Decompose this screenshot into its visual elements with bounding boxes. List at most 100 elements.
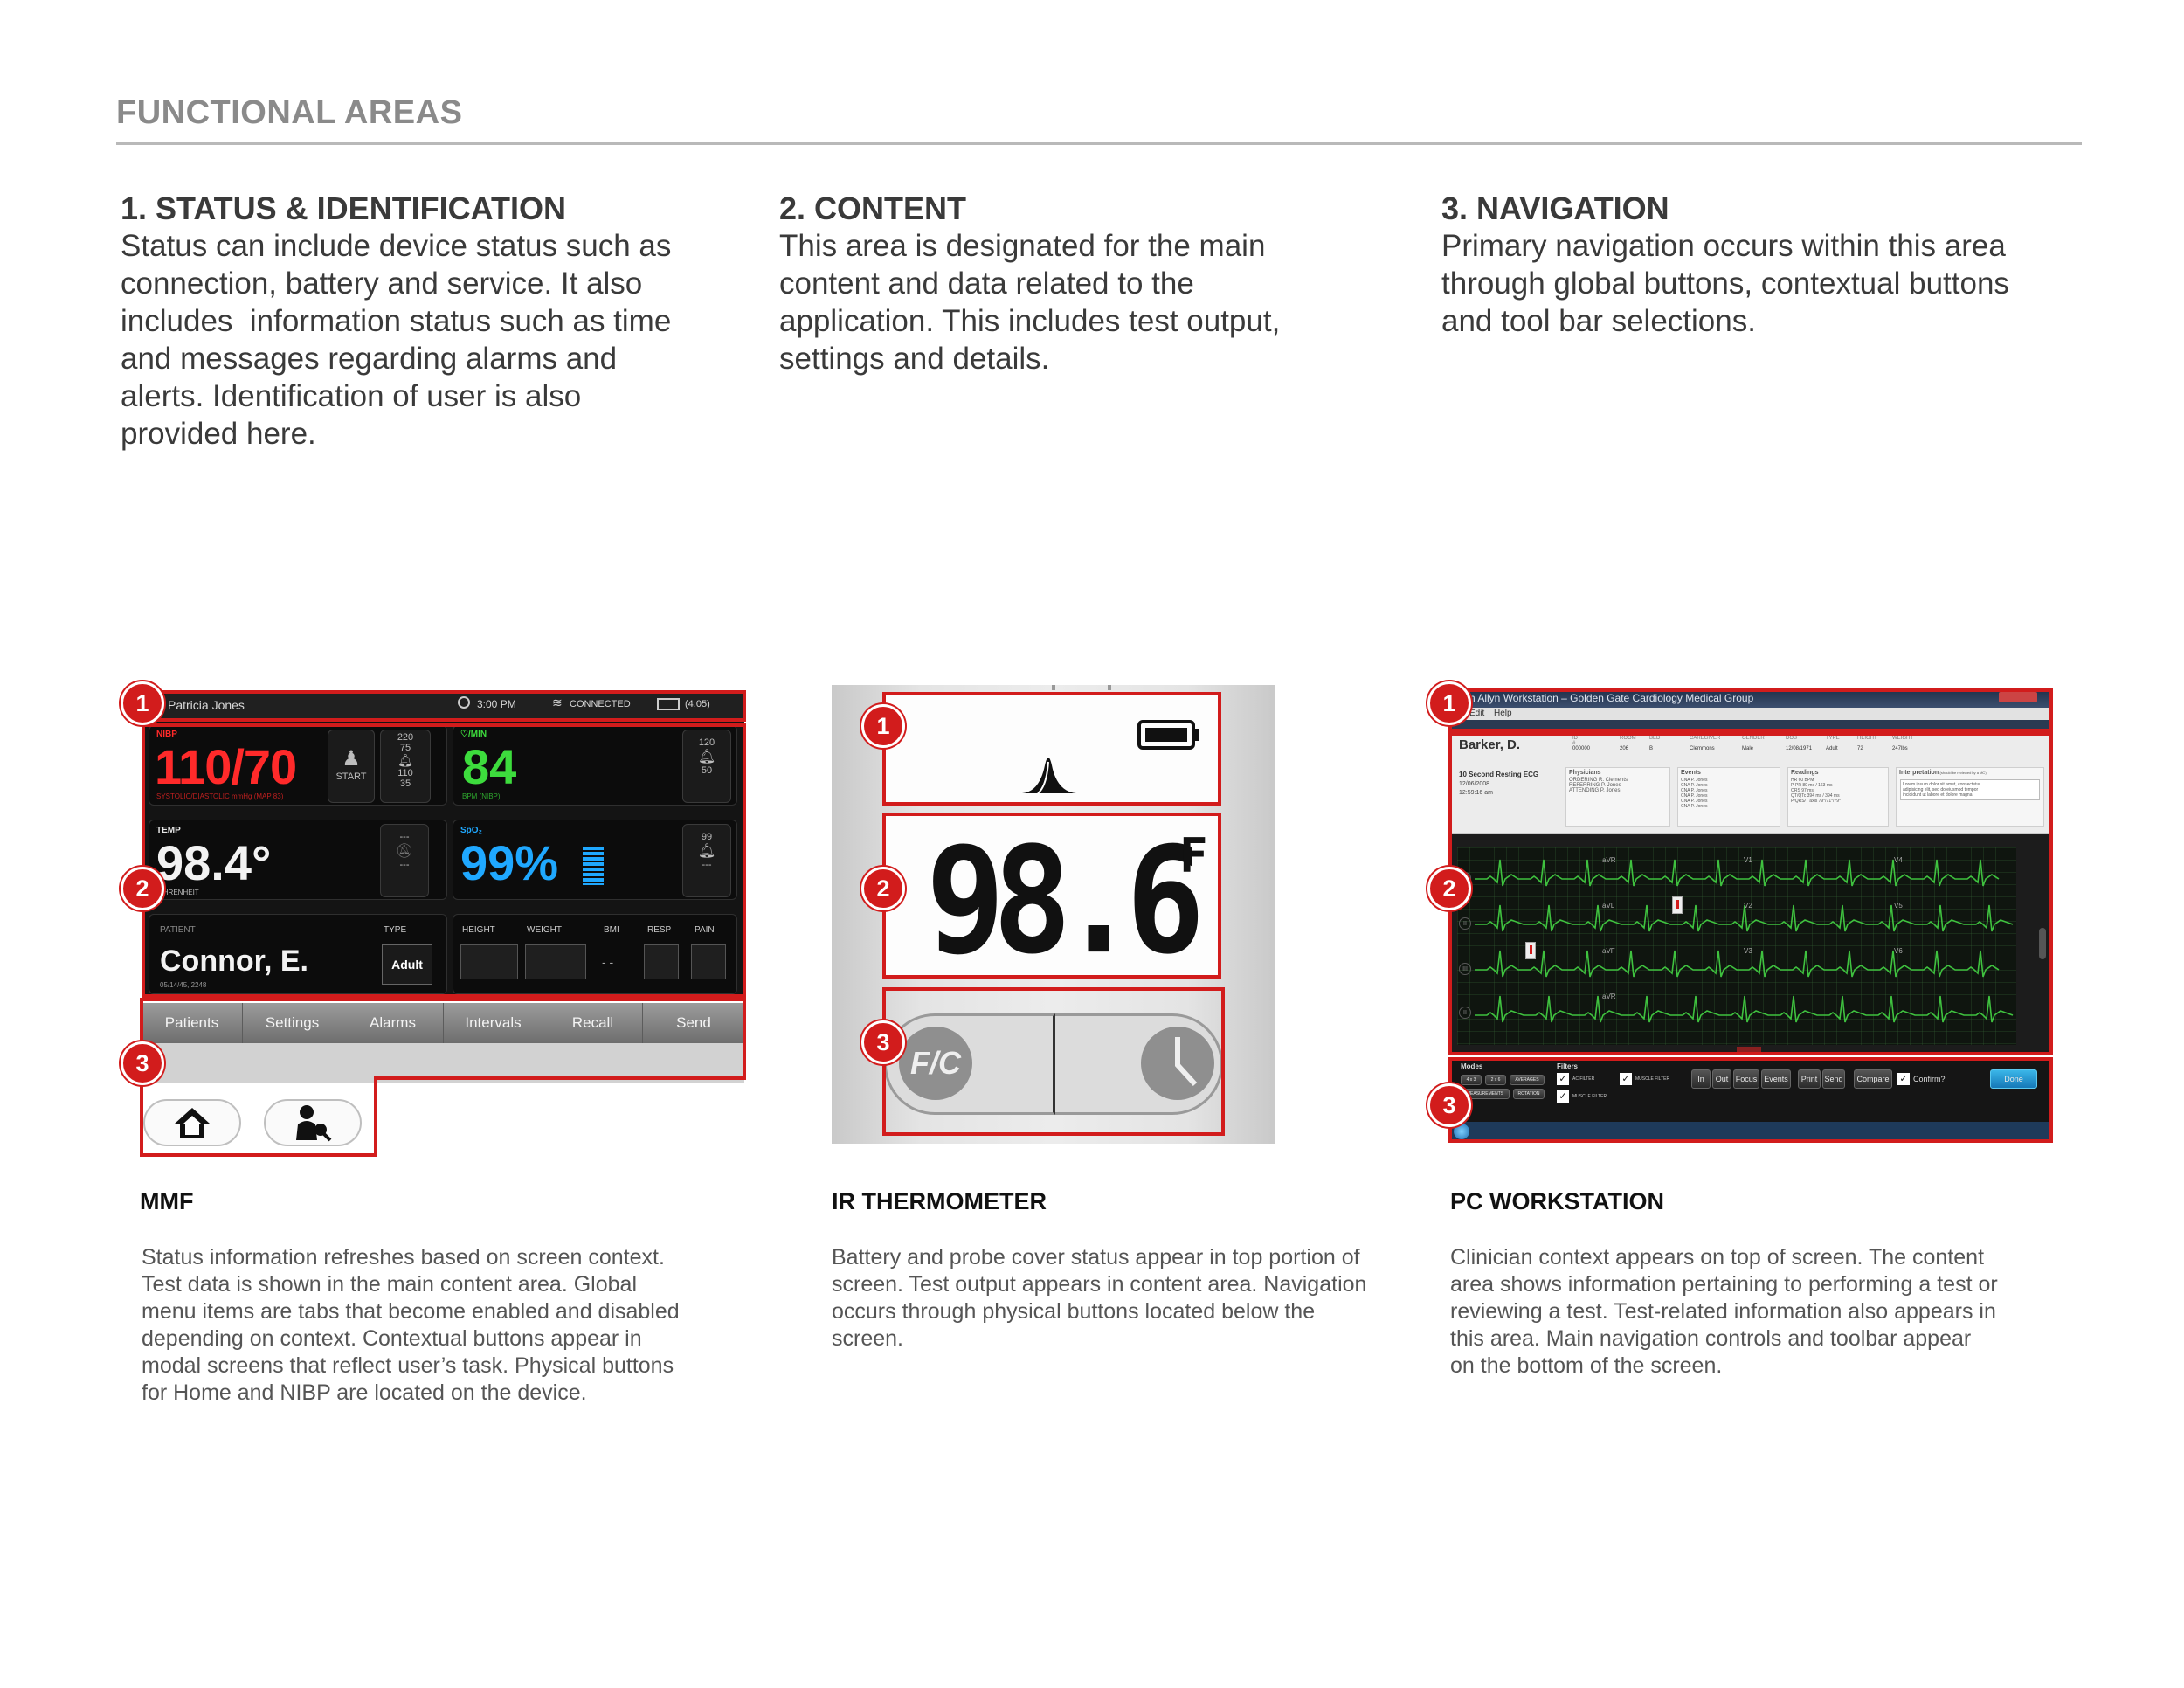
ecg-traces	[1475, 859, 2014, 1023]
mmf-status-bar: Patricia Jones 3:00 PM ≋ CONNECTED (4:05…	[142, 692, 744, 718]
temp-subtitle: FAHRENHEIT	[155, 889, 199, 896]
pulse-value: 84	[462, 739, 517, 794]
interpretation-panel: Interpretation (should be reviewed by a …	[1896, 767, 2044, 827]
marker-1: 1	[121, 681, 164, 725]
marker-2: 2	[121, 867, 164, 910]
home-icon	[175, 1108, 210, 1138]
temp-tile[interactable]: TEMP 98.4° FAHRENHEIT --- 🔕︎ ---	[149, 820, 447, 900]
event-flag[interactable]	[1672, 896, 1683, 914]
wifi-icon: ≋	[552, 695, 563, 709]
menu-edit[interactable]: Edit	[1469, 709, 1485, 718]
lead-label: aVR	[1602, 856, 1616, 864]
device-name-mmf: MMF	[140, 1188, 194, 1214]
send-button[interactable]: Send	[1822, 1069, 1845, 1089]
home-button[interactable]	[143, 1099, 241, 1146]
weight-field[interactable]	[525, 944, 586, 979]
section-status-identification: 1. STATUS & IDENTIFICATION Status can in…	[121, 190, 715, 453]
event-flag[interactable]	[1525, 942, 1536, 959]
memory-clock-button[interactable]	[1055, 1013, 1223, 1115]
events-button[interactable]: Events	[1761, 1069, 1791, 1089]
pc-content-area-outline	[1448, 732, 2053, 1055]
caption-pc: Clinician context appears on top of scre…	[1450, 1245, 1998, 1378]
mode-averages[interactable]: AVERAGES	[1510, 1075, 1545, 1085]
patient-tile[interactable]: PATIENT Connor, E. 05/14/45, 2248 TYPE A…	[149, 914, 447, 994]
lead-label: V3	[1744, 947, 1752, 955]
resp-field[interactable]	[644, 944, 679, 979]
nibp-subtitle: SYSTOLIC/DIASTOLIC mmHg (MAP 83)	[156, 792, 284, 800]
lead-id-badge[interactable]: III	[1459, 963, 1471, 975]
focus-button[interactable]: Focus	[1733, 1069, 1759, 1089]
page-title: FUNCTIONAL AREAS	[116, 94, 463, 131]
device-name-pc: PC WORKSTATION	[1450, 1188, 1664, 1214]
pulse-subtitle: BPM (NIBP)	[462, 792, 501, 800]
section-heading: 1. STATUS & IDENTIFICATION	[121, 190, 566, 226]
mmf-tab-bar: Patients Settings Alarms Intervals Recal…	[142, 1003, 744, 1043]
section-heading: 3. NAVIGATION	[1441, 190, 1669, 226]
ecg-splitter-handle[interactable]	[1737, 1047, 1761, 1052]
patient-type-select[interactable]: Adult	[382, 944, 432, 985]
caption-ir: Battery and probe cover status appear in…	[832, 1245, 1367, 1351]
pc-title-bar: ch Allyn Workstation – Golden Gate Cardi…	[1448, 688, 2051, 708]
ac-filter-checkbox[interactable]: ✓	[1557, 1073, 1569, 1085]
pulse-alarm-limits[interactable]: 120 🔔︎ 50	[682, 730, 731, 803]
zoom-out-button[interactable]: Out	[1712, 1069, 1731, 1089]
mode-rotation[interactable]: ROTATION	[1513, 1089, 1545, 1099]
section-body: Status can include device status such as…	[121, 229, 672, 451]
marker-1: 1	[861, 704, 905, 748]
ecg-scrollbar[interactable]	[2039, 928, 2046, 959]
pulse-tile[interactable]: ♡/MIN 84 BPM (NIBP) 120 🔔︎ 50	[453, 725, 737, 806]
lead-id-badge[interactable]: II	[1459, 1007, 1471, 1019]
marker-1: 1	[1427, 681, 1471, 725]
muscle-filter-checkbox[interactable]: ✓	[1620, 1073, 1632, 1085]
confirm-checkbox[interactable]: ✓	[1897, 1073, 1910, 1085]
user-name: Patricia Jones	[168, 698, 245, 712]
compare-button[interactable]: Compare	[1854, 1069, 1892, 1089]
tab-patients[interactable]: Patients	[142, 1003, 243, 1043]
print-button[interactable]: Print	[1798, 1069, 1821, 1089]
start-orb-icon[interactable]	[1454, 1124, 1469, 1139]
ir-seam	[1052, 685, 1055, 690]
physicians-panel: Physicians ORDERING R. Clements REFERRIN…	[1565, 767, 1670, 827]
nibp-alarm-limits[interactable]: 220 75 🔔︎ 110 35	[380, 730, 431, 803]
ir-navigation-area-outline	[882, 987, 1225, 1136]
nibp-physical-button[interactable]	[264, 1099, 362, 1146]
lead-label: aVL	[1602, 902, 1615, 910]
tab-alarms[interactable]: Alarms	[342, 1003, 444, 1043]
fc-icon: F/C	[899, 1027, 972, 1100]
done-button[interactable]: Done	[1990, 1069, 2037, 1089]
lead-id-badge[interactable]: II	[1459, 917, 1471, 930]
marker-3: 3	[121, 1041, 164, 1085]
ecg-trace	[1475, 995, 2014, 1023]
spo2-tile[interactable]: SpO₂ 99% 99 🔔︎ ---	[453, 820, 737, 900]
menu-help[interactable]: Help	[1494, 709, 1512, 718]
nibp-start-button[interactable]: ♟ START	[328, 730, 375, 803]
status-time: 3:00 PM	[477, 698, 516, 710]
nibp-tile[interactable]: NIBP 110/70 SYSTOLIC/DIASTOLIC mmHg (MAP…	[149, 725, 447, 806]
height-field[interactable]	[460, 944, 518, 979]
lead-label: V4	[1894, 856, 1903, 864]
muscle-filter-checkbox-2[interactable]: ✓	[1557, 1090, 1569, 1103]
section-navigation: 3. NAVIGATION Primary navigation occurs …	[1441, 190, 2070, 340]
spo2-alarm-limits[interactable]: 99 🔔︎ ---	[682, 824, 731, 897]
tab-recall[interactable]: Recall	[543, 1003, 643, 1043]
pain-field[interactable]	[691, 944, 726, 979]
tab-send[interactable]: Send	[676, 1014, 711, 1031]
unit-toggle-button[interactable]: F/C	[884, 1013, 1055, 1115]
pc-status-area-outline	[1448, 688, 2053, 732]
mode-2x6[interactable]: 2 x 6	[1485, 1075, 1506, 1085]
events-panel: Events CNA P. Jones CNA P. Jones CNA P. …	[1677, 767, 1780, 827]
nibp-value: 110/70	[155, 739, 297, 794]
window-controls[interactable]	[1999, 692, 2037, 702]
ecg-trace	[1475, 859, 2000, 887]
section-content: 2. CONTENT This area is designated for t…	[779, 190, 1373, 377]
probe-cover-icon	[1022, 758, 1076, 794]
temp-alarm-limits[interactable]: --- 🔕︎ ---	[380, 824, 429, 897]
tab-settings[interactable]: Settings	[243, 1003, 342, 1043]
battery-time: (4:05)	[685, 699, 710, 709]
ir-status-area-outline	[882, 692, 1221, 806]
tab-intervals[interactable]: Intervals	[444, 1003, 543, 1043]
caption-mmf: Status information refreshes based on sc…	[142, 1245, 680, 1405]
lead-label: V6	[1894, 947, 1903, 955]
zoom-in-button[interactable]: In	[1691, 1069, 1711, 1089]
mode-4x3[interactable]: 4 x 3	[1461, 1075, 1482, 1085]
